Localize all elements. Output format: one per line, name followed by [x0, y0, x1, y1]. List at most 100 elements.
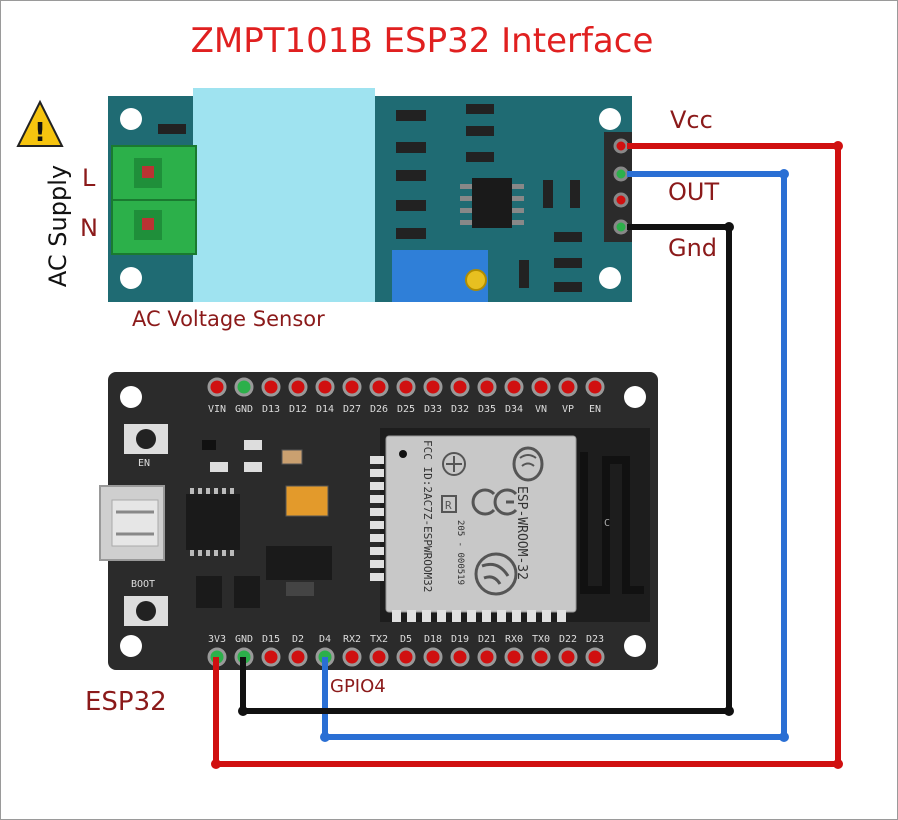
top-pin-d25 — [396, 377, 416, 397]
top-pin-d14 — [315, 377, 335, 397]
bottom-pin-tx0 — [531, 647, 551, 667]
module-pad — [407, 610, 416, 622]
voltage-regulator — [266, 546, 332, 580]
pin-label-vcc: Vcc — [670, 106, 713, 134]
module-pad — [437, 610, 446, 622]
boot-button — [124, 596, 168, 626]
bottom-pin-d15 — [261, 647, 281, 667]
top-pin-label: D13 — [262, 404, 280, 415]
cert-registered-icon: R — [441, 495, 457, 513]
module-pad — [370, 573, 384, 581]
top-pin-label: D26 — [370, 404, 388, 415]
top-pin-label: EN — [589, 404, 601, 415]
bottom-pin-d18 — [423, 647, 443, 667]
top-pin-d34 — [504, 377, 524, 397]
bottom-pin-label: D19 — [451, 634, 469, 645]
top-pin-d26 — [369, 377, 389, 397]
bottom-pin-label: D4 — [319, 634, 331, 645]
top-pin-label: D35 — [478, 404, 496, 415]
bottom-pin-d5 — [396, 647, 416, 667]
top-pin-label: GND — [235, 404, 253, 415]
module-name-text: ESP-WROOM-32 — [514, 486, 529, 580]
top-pin-d13 — [261, 377, 281, 397]
top-pin-en — [585, 377, 605, 397]
module-pad — [370, 560, 384, 568]
module-pad — [370, 456, 384, 464]
module-pad — [527, 610, 536, 622]
bottom-pin-d22 — [558, 647, 578, 667]
top-pin-label: D33 — [424, 404, 442, 415]
top-pin-label: D25 — [397, 404, 415, 415]
top-pin-d35 — [477, 377, 497, 397]
usb-uart-chip — [186, 494, 240, 550]
en-button-label: EN — [138, 458, 150, 469]
top-pin-label: VN — [535, 404, 547, 415]
top-pin-vn — [531, 377, 551, 397]
top-pin-d27 — [342, 377, 362, 397]
bottom-pin-label: D5 — [400, 634, 412, 645]
warning-icon: ! — [16, 99, 64, 148]
usb-connector — [99, 485, 165, 561]
module-pad — [557, 610, 566, 622]
telec-mark-icon — [442, 452, 466, 476]
boot-button-label: BOOT — [131, 579, 155, 590]
module-pad — [370, 495, 384, 503]
top-pin-d12 — [288, 377, 308, 397]
bottom-pin-label: GND — [235, 634, 253, 645]
top-pin-label: D12 — [289, 404, 307, 415]
module-pad — [467, 610, 476, 622]
module-pad — [482, 610, 491, 622]
module-pad — [370, 547, 384, 555]
top-pin-gnd — [234, 377, 254, 397]
module-pad — [370, 508, 384, 516]
pin-label-out: OUT — [668, 178, 719, 206]
op-amp-chip — [472, 178, 512, 228]
terminal-label-l: L — [82, 164, 96, 192]
pin-label-gnd: Gnd — [668, 234, 717, 262]
top-pin-label: VP — [562, 404, 574, 415]
gpio4-label: GPIO4 — [330, 676, 386, 697]
wire-junctions — [211, 141, 843, 769]
top-pin-vin — [207, 377, 227, 397]
cert-text: 205 - 000519 — [455, 520, 465, 585]
esp32-bottom-pin-row — [207, 647, 605, 667]
module-pad — [452, 610, 461, 622]
top-pin-label: D27 — [343, 404, 361, 415]
wifi-icon — [512, 446, 544, 482]
svg-text:C: C — [604, 518, 610, 529]
top-pin-d33 — [423, 377, 443, 397]
fcc-id-text: FCC ID:2AC7Z-ESPWROOM32 — [421, 440, 434, 592]
bottom-pin-d2 — [288, 647, 308, 667]
module-pad — [497, 610, 506, 622]
top-pin-label: VIN — [208, 404, 226, 415]
ce-mark-icon — [471, 488, 518, 516]
bottom-pin-label: TX2 — [370, 634, 388, 645]
bottom-pin-tx2 — [369, 647, 389, 667]
bottom-pin-label: D21 — [478, 634, 496, 645]
diagram-title: ZMPT101B ESP32 Interface — [191, 21, 654, 61]
bottom-pin-d21 — [477, 647, 497, 667]
svg-text:R: R — [445, 499, 452, 512]
top-pin-vp — [558, 377, 578, 397]
module-pad — [370, 534, 384, 542]
tantalum-capacitor — [285, 485, 329, 517]
module-pad — [370, 521, 384, 529]
bottom-pin-label: D22 — [559, 634, 577, 645]
pcb-antenna — [580, 452, 644, 594]
bottom-pin-label: D23 — [586, 634, 604, 645]
bottom-pin-label: D18 — [424, 634, 442, 645]
bottom-pin-label: D2 — [292, 634, 304, 645]
module-pad — [512, 610, 521, 622]
top-pin-d32 — [450, 377, 470, 397]
transformer-block — [193, 88, 375, 302]
bottom-pin-label: RX0 — [505, 634, 523, 645]
bottom-pin-label: TX0 — [532, 634, 550, 645]
top-pin-label: D34 — [505, 404, 523, 415]
sensor-board — [108, 88, 632, 302]
espressif-logo-icon — [474, 552, 518, 596]
bottom-pin-d19 — [450, 647, 470, 667]
